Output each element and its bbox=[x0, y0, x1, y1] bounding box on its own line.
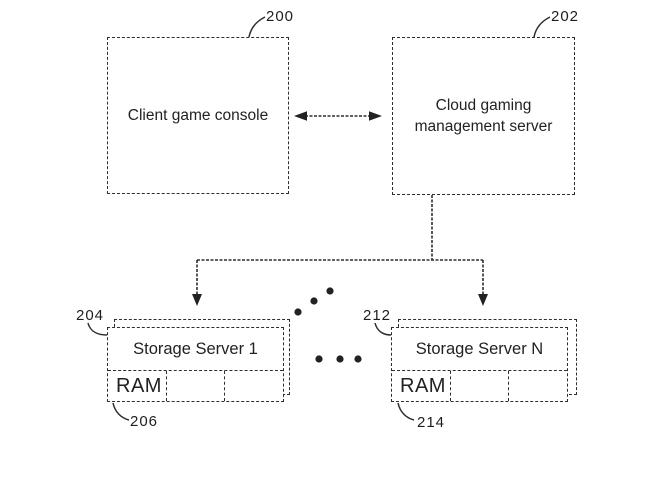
storage-server-n-box: Storage Server N RAM bbox=[391, 327, 568, 402]
leader-line-212 bbox=[374, 322, 392, 336]
leader-line-204 bbox=[87, 322, 108, 336]
storage-server-1-ram-label: RAM bbox=[116, 374, 162, 397]
cloud-gaming-label-line1: Cloud gaming bbox=[435, 97, 532, 114]
leader-line-214 bbox=[397, 402, 415, 421]
arrowhead-to-storage-1 bbox=[192, 294, 202, 306]
ref-214: 214 bbox=[417, 414, 446, 431]
branch-connector bbox=[192, 195, 488, 306]
storage-server-n-title: Storage Server N bbox=[392, 328, 567, 371]
storage-server-1-ram-row: RAM bbox=[108, 371, 283, 401]
storage-server-n-empty-cell-1 bbox=[451, 371, 510, 401]
storage-server-1-box: Storage Server 1 RAM bbox=[107, 327, 284, 402]
ellipsis-horizontal-icon bbox=[315, 355, 362, 363]
storage-server-n-ram-row: RAM bbox=[392, 371, 567, 401]
ref-200: 200 bbox=[266, 8, 295, 25]
storage-server-1-ram-cell: RAM bbox=[108, 371, 167, 401]
ellipsis-diagonal-icon bbox=[294, 287, 334, 316]
ref-202: 202 bbox=[551, 8, 580, 25]
ref-212: 212 bbox=[363, 307, 392, 324]
storage-server-n-ram-cell: RAM bbox=[392, 371, 451, 401]
storage-server-1-title: Storage Server 1 bbox=[108, 328, 283, 371]
arrowhead-to-storage-n bbox=[478, 294, 488, 306]
ref-204: 204 bbox=[76, 307, 105, 324]
cloud-gaming-management-server-label: Cloud gaming management server bbox=[395, 37, 572, 195]
cloud-gaming-management-server-box bbox=[392, 37, 575, 195]
cloud-gaming-label-line2: management server bbox=[414, 118, 553, 135]
ref-206: 206 bbox=[130, 413, 159, 430]
client-game-console-label: Client game console bbox=[127, 107, 269, 124]
bidirectional-arrow bbox=[294, 111, 382, 121]
storage-server-n-ram-label: RAM bbox=[400, 374, 446, 397]
leader-line-200 bbox=[248, 16, 266, 38]
leader-line-206 bbox=[112, 402, 130, 421]
client-game-console-box bbox=[107, 37, 289, 194]
storage-server-1-empty-cell-1 bbox=[167, 371, 226, 401]
storage-server-1-empty-cell-2 bbox=[225, 371, 283, 401]
leader-line-202 bbox=[533, 16, 551, 38]
storage-server-n-empty-cell-2 bbox=[509, 371, 567, 401]
